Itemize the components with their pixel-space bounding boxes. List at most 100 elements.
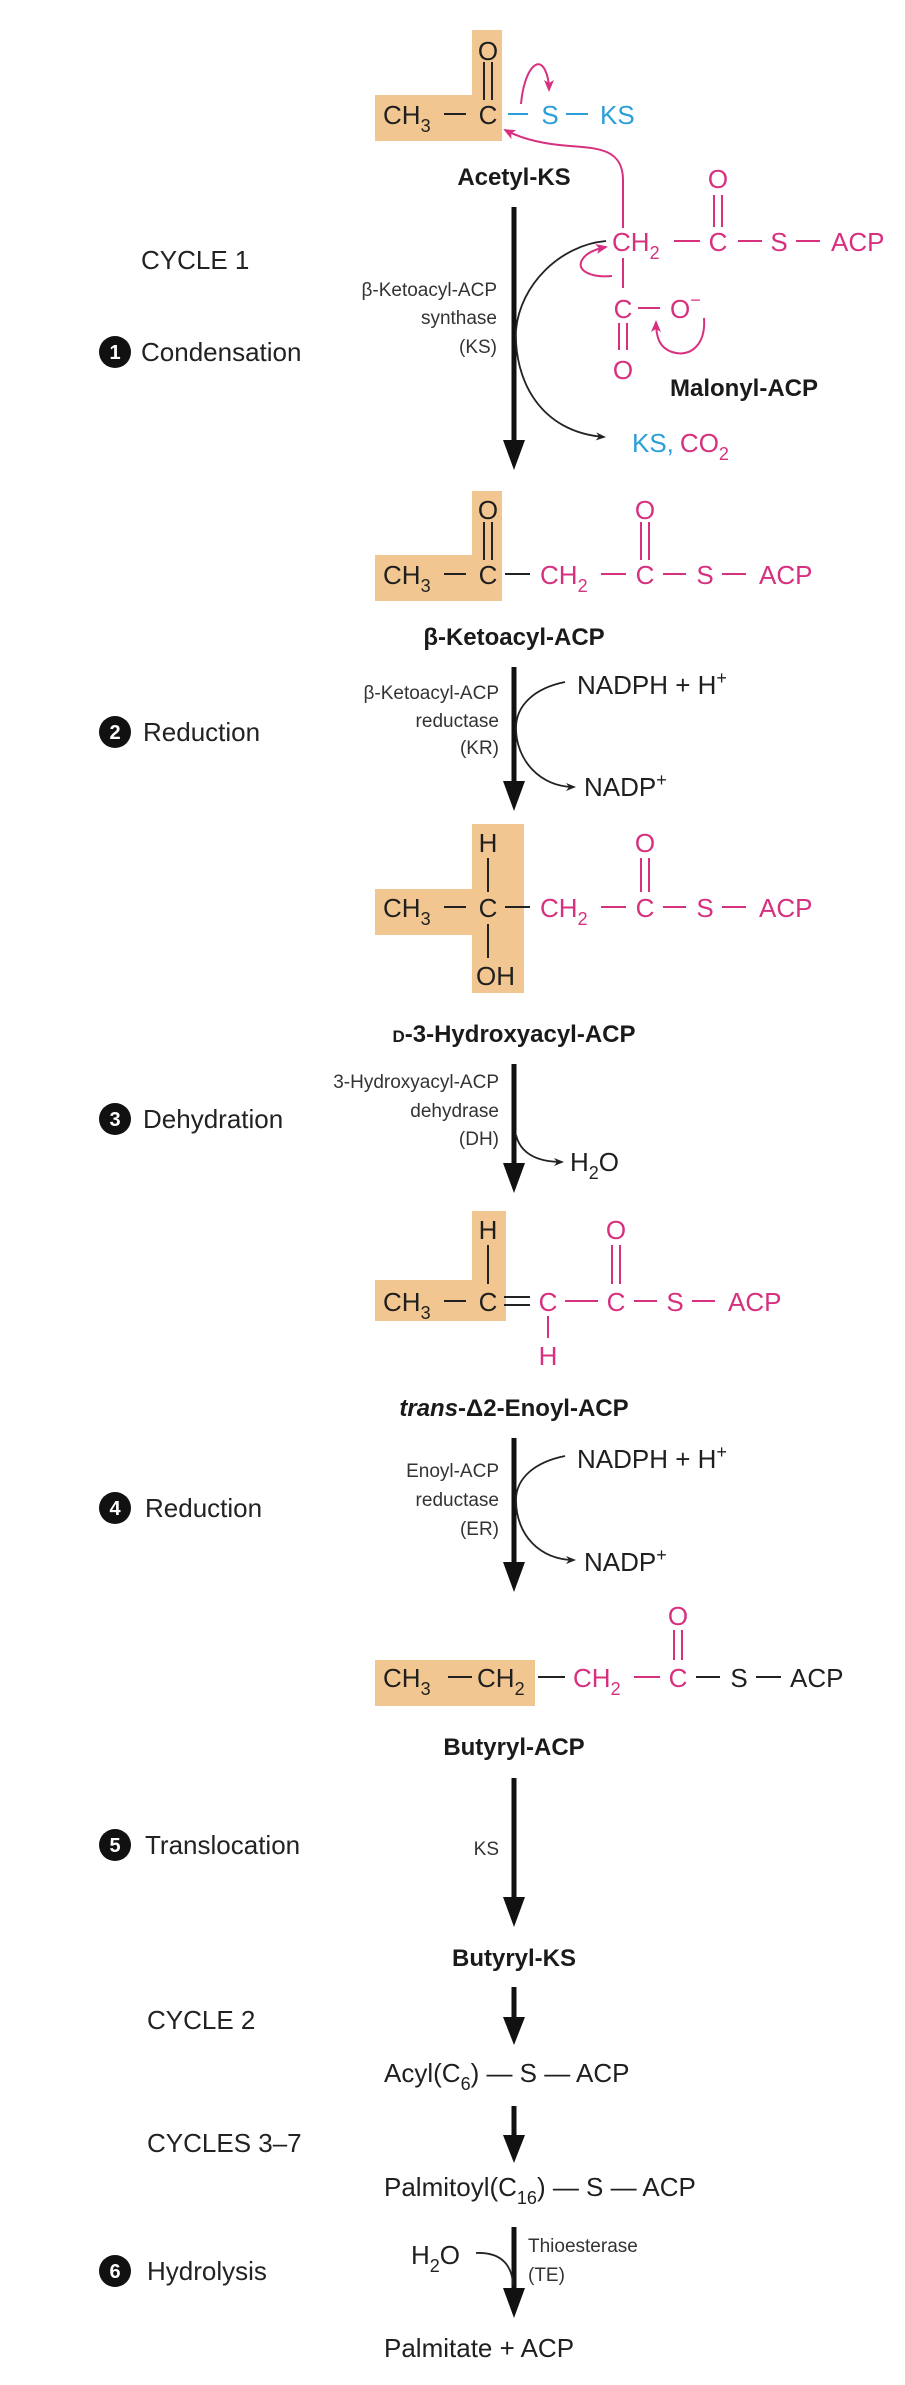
reactant-h2o: H2O	[411, 2240, 460, 2276]
atom-c: C	[479, 1287, 498, 1317]
atom-c: C	[669, 1663, 688, 1693]
arrowhead-icon	[503, 440, 525, 470]
acyl-highlight	[375, 1660, 535, 1706]
acetyl-ks-structure: CH3 C O S KS	[375, 30, 635, 228]
atom-o: O	[613, 355, 633, 385]
step-3-dehydration: 3 Dehydration	[99, 1103, 283, 1135]
atom-oh: OH	[476, 961, 515, 991]
cofactor-nadph: NADPH + H+	[577, 1442, 727, 1474]
step-number: 1	[109, 342, 120, 364]
atom-ch3: CH3	[383, 1287, 431, 1323]
arrowhead-icon	[503, 2135, 525, 2163]
acyl-highlight	[375, 491, 502, 601]
ketoacyl-acp-structure: CH3 C O CH2 C O S ACP	[375, 491, 812, 601]
malonyl-acp-label: Malonyl-ACP	[670, 375, 818, 402]
step-label: Condensation	[141, 337, 301, 367]
side-arrow	[515, 240, 607, 441]
atom-ch3: CH3	[383, 100, 431, 136]
enzyme-te-line1: Thioesterase	[528, 2236, 638, 2257]
enzyme-er-line2: reductase	[416, 1490, 499, 1511]
atom-ch2: CH2	[573, 1663, 621, 1699]
atom-o-minus: O−	[670, 290, 701, 324]
butyryl-acp-structure: CH3 CH2 CH2 C O S ACP	[375, 1601, 843, 1706]
atom-c: C	[479, 100, 498, 130]
atom-s: S	[541, 100, 558, 130]
atom-c: C	[479, 893, 498, 923]
atom-c: C	[636, 893, 655, 923]
acp: ACP	[759, 560, 812, 590]
atom-s: S	[770, 227, 787, 257]
cycle-2-label: CYCLE 2	[147, 2005, 255, 2035]
enzyme-kr-line1: β-Ketoacyl-ACP	[363, 683, 499, 704]
butyryl-acp-label: Butyryl-ACP	[443, 1734, 584, 1761]
atom-h: H	[479, 828, 498, 858]
electron-arrow-icon	[520, 63, 554, 105]
atom-ch2: CH2	[477, 1663, 525, 1699]
step-label: Translocation	[145, 1830, 300, 1860]
step-label: Hydrolysis	[147, 2256, 267, 2286]
atom-o: O	[708, 164, 728, 194]
cofactor-nadp: NADP+	[584, 770, 667, 802]
step-5-translocation: 5 Translocation	[99, 1829, 300, 1861]
step-4-reduction: 4 Reduction	[99, 1492, 262, 1524]
step-2-reduction: 2 Reduction	[99, 716, 260, 748]
arrowhead-icon	[503, 1163, 525, 1193]
side-arrow	[475, 2252, 514, 2286]
electron-arrow-icon	[651, 317, 706, 355]
arrowhead-icon	[503, 781, 525, 811]
enzyme-ks-line2: synthase	[421, 308, 497, 329]
atom-ch2: CH2	[540, 893, 588, 929]
step-number-badge	[99, 1492, 131, 1524]
palmitoyl-c16-acp: Palmitoyl(C16) — S — ACP	[384, 2172, 696, 2208]
ks-enzyme: KS	[600, 100, 635, 130]
byproduct-h2o: H2O	[570, 1147, 619, 1183]
enzyme-kr-line3: (KR)	[460, 738, 499, 759]
step-label: Reduction	[145, 1493, 262, 1523]
atom-o: O	[635, 828, 655, 858]
atom-h: H	[479, 1215, 498, 1245]
atom-h: H	[539, 1341, 558, 1371]
cofactor-nadp: NADP+	[584, 1545, 667, 1577]
malonyl-acp-structure: CH2 C O S ACP C O− O	[579, 164, 884, 385]
side-arrow	[515, 1455, 576, 1564]
step-number: 4	[109, 1498, 121, 1520]
step-label: Reduction	[143, 717, 260, 747]
enzyme-dh-line2: dehydrase	[410, 1101, 499, 1122]
enzyme-ks-line3: (KS)	[459, 337, 497, 358]
side-arrow	[515, 681, 576, 791]
atom-o: O	[606, 1215, 626, 1245]
atom-ch3: CH3	[383, 893, 431, 929]
atom-s: S	[730, 1663, 747, 1693]
electron-arrow-icon	[503, 129, 624, 228]
butyryl-ks-label: Butyryl-KS	[452, 1945, 576, 1972]
step-1-condensation: 1 Condensation	[99, 336, 301, 368]
enzyme-te-line2: (TE)	[528, 2265, 565, 2286]
acp: ACP	[728, 1287, 781, 1317]
acyl-highlight	[375, 824, 524, 993]
atom-c: C	[607, 1287, 626, 1317]
atom-o: O	[478, 36, 498, 66]
atom-c: C	[614, 294, 633, 324]
acp: ACP	[790, 1663, 843, 1693]
arrowhead-icon	[503, 2017, 525, 2045]
side-arrow	[515, 1134, 564, 1166]
enzyme-kr-line2: reductase	[416, 711, 499, 732]
arrowhead-icon	[503, 2288, 525, 2318]
electron-arrow-icon	[579, 244, 613, 278]
acp: ACP	[831, 227, 884, 257]
byproduct-ks-co2: KS,CO2	[632, 428, 729, 464]
enzyme-er-line1: Enoyl-ACP	[406, 1461, 499, 1482]
atom-s: S	[666, 1287, 683, 1317]
enzyme-dh-line3: (DH)	[459, 1129, 499, 1150]
enoyl-acp-structure: H CH3 C C H C O S ACP	[375, 1211, 781, 1371]
step-number: 6	[109, 2261, 120, 2283]
arrowhead-icon	[503, 1562, 525, 1592]
step-number-badge	[99, 2255, 131, 2287]
step-number: 5	[109, 1835, 120, 1857]
cycles-3-7-label: CYCLES 3–7	[147, 2128, 302, 2158]
enzyme-dh-line1: 3-Hydroxyacyl-ACP	[333, 1072, 499, 1093]
enoyl-acp-label: trans-Δ2-Enoyl-ACP	[399, 1395, 628, 1422]
atom-o: O	[668, 1601, 688, 1631]
step-number-badge	[99, 1103, 131, 1135]
